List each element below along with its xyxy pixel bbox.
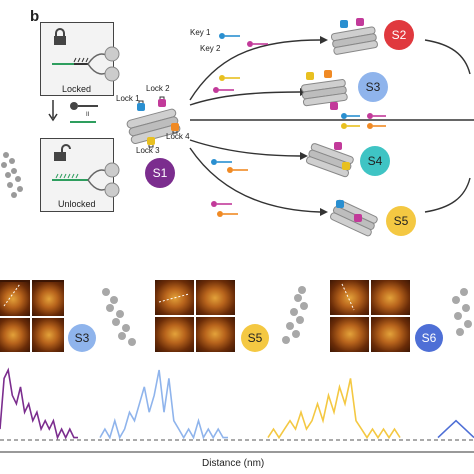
locked-state-box	[40, 22, 114, 96]
afm-image-s5	[155, 280, 235, 352]
profile-series-4	[437, 419, 474, 439]
locked-label: Locked	[62, 84, 92, 94]
padlock-closed-icon	[54, 28, 66, 45]
model-structure-s5	[282, 286, 308, 344]
afm-badge-s5: S5	[241, 324, 269, 352]
key-2-label: Key 2	[200, 44, 221, 53]
origami-bundle-s1	[126, 108, 181, 144]
locked-strand-diagram	[52, 46, 120, 82]
afm-crosssection-s6	[341, 283, 355, 311]
key-1-label: Key 1	[190, 28, 211, 37]
lock-2-icon	[158, 96, 166, 107]
origami-structure-s3	[300, 70, 348, 110]
model-structure-s3	[102, 288, 136, 346]
unlocked-label: Unlocked	[58, 199, 96, 209]
structure-badge-s3: S3	[358, 72, 388, 102]
afm-badge-s6: S6	[415, 324, 443, 352]
profile-series-1	[0, 367, 78, 440]
unlocked-strand-diagram	[52, 162, 120, 198]
origami-structure-s5	[329, 199, 378, 237]
structure-badge-s1: S1	[145, 158, 175, 188]
afm-crosssection-s3	[3, 283, 21, 307]
model-structure-s6	[452, 288, 472, 336]
structure-badge-s5: S5	[386, 206, 416, 236]
key-strands	[211, 33, 386, 217]
panel-label: b	[30, 8, 40, 25]
origami-structure-left-partial	[1, 152, 23, 198]
lock-2-label: Lock 2	[146, 84, 170, 93]
profile-series-2	[99, 369, 228, 440]
height-profile-chart	[0, 367, 474, 453]
structure-badge-s2: S2	[384, 20, 414, 50]
afm-badge-s3: S3	[68, 324, 96, 352]
lock-4-label: Lock 4	[166, 132, 190, 141]
afm-image-s3	[0, 280, 64, 352]
x-axis-label: Distance (nm)	[202, 458, 265, 469]
structure-badge-s4: S4	[360, 146, 390, 176]
afm-crosssection-s5	[158, 293, 190, 303]
lock-3-icon	[147, 137, 155, 148]
origami-structure-s2	[330, 18, 378, 55]
lock-1-icon	[137, 100, 145, 111]
lock-3-label: Lock 3	[136, 146, 160, 155]
origami-structure-s4	[305, 142, 354, 178]
down-arrow-icon	[48, 100, 58, 122]
key-strand-icon	[70, 102, 98, 123]
padlock-open-icon	[54, 144, 71, 161]
profile-series-3	[267, 378, 401, 440]
afm-image-s6	[330, 280, 410, 352]
strand-marker: II	[86, 112, 90, 118]
lock-1-label: Lock 1	[116, 94, 140, 103]
lock-4-icon	[171, 123, 179, 134]
